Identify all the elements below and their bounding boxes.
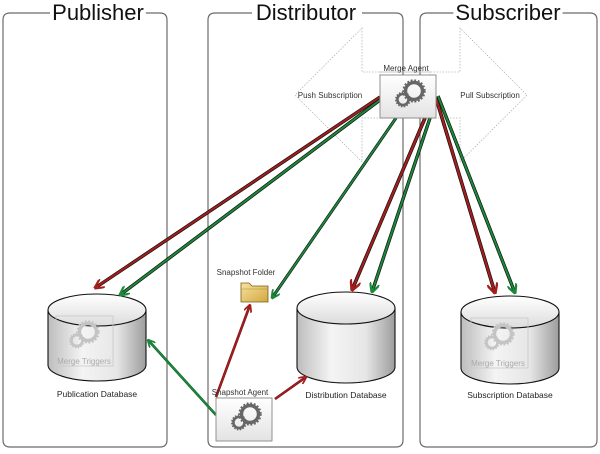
merge-triggers-label: Merge Triggers [57,357,111,366]
lane-title-subscriber: Subscriber [455,0,560,25]
arrow-merge-to-distribution-green [372,117,431,292]
publication-database-label: Publication Database [57,389,138,399]
snapshot-agent-label: Snapshot Agent [212,388,269,397]
lane-subscriber: Subscriber [419,0,598,448]
merge-triggers-box [55,315,114,367]
arrow-snapshot-to-folder-red [215,305,250,398]
arrow-merge-to-distribution-red [352,117,427,290]
folder-icon [240,282,269,303]
merge-agent-label: Merge Agent [383,64,429,73]
merge-triggers-label: Merge Triggers [471,359,525,368]
lane-publisher: Publisher [2,0,168,448]
arrow-merge-to-publication-red [95,96,381,288]
lane-distributor: Distributor [207,0,404,448]
arrow-merge-to-publication-green [120,99,381,295]
lane-title-distributor: Distributor [256,0,356,25]
lane-title-background [253,0,359,25]
distribution-database[interactable]: Distribution Database [296,291,396,400]
arrow-merge-to-folder-green [272,117,397,298]
publication-database[interactable]: Merge Triggers Publication Database [47,293,147,399]
snapshot-folder[interactable]: Snapshot Folder [217,268,276,303]
arrow-merge-to-subscription-green [437,95,515,293]
merge-triggers-box [470,317,529,369]
arrow-snapshot-to-publication-green [148,340,217,416]
subscription-database-label: Subscription Database [467,390,553,400]
push-subscription-label: Push Subscription [298,91,362,100]
arrow-snapshot-to-distribution-red [274,377,306,400]
arrow-merge-to-subscription-red [434,97,495,293]
pull-subscription-label: Pull Subscription [460,91,520,100]
lane-title-background [50,0,146,25]
snapshot-folder-label: Snapshot Folder [217,268,276,277]
merge-agent[interactable]: Merge Agent [379,64,437,119]
snapshot-agent[interactable]: Snapshot Agent [212,388,273,442]
subscription-database[interactable]: Merge Triggers Subscription Database [460,295,560,400]
lane-title-background [453,0,563,25]
connections [95,95,515,416]
distribution-database-label: Distribution Database [305,390,387,400]
lane-title-publisher: Publisher [52,0,144,25]
